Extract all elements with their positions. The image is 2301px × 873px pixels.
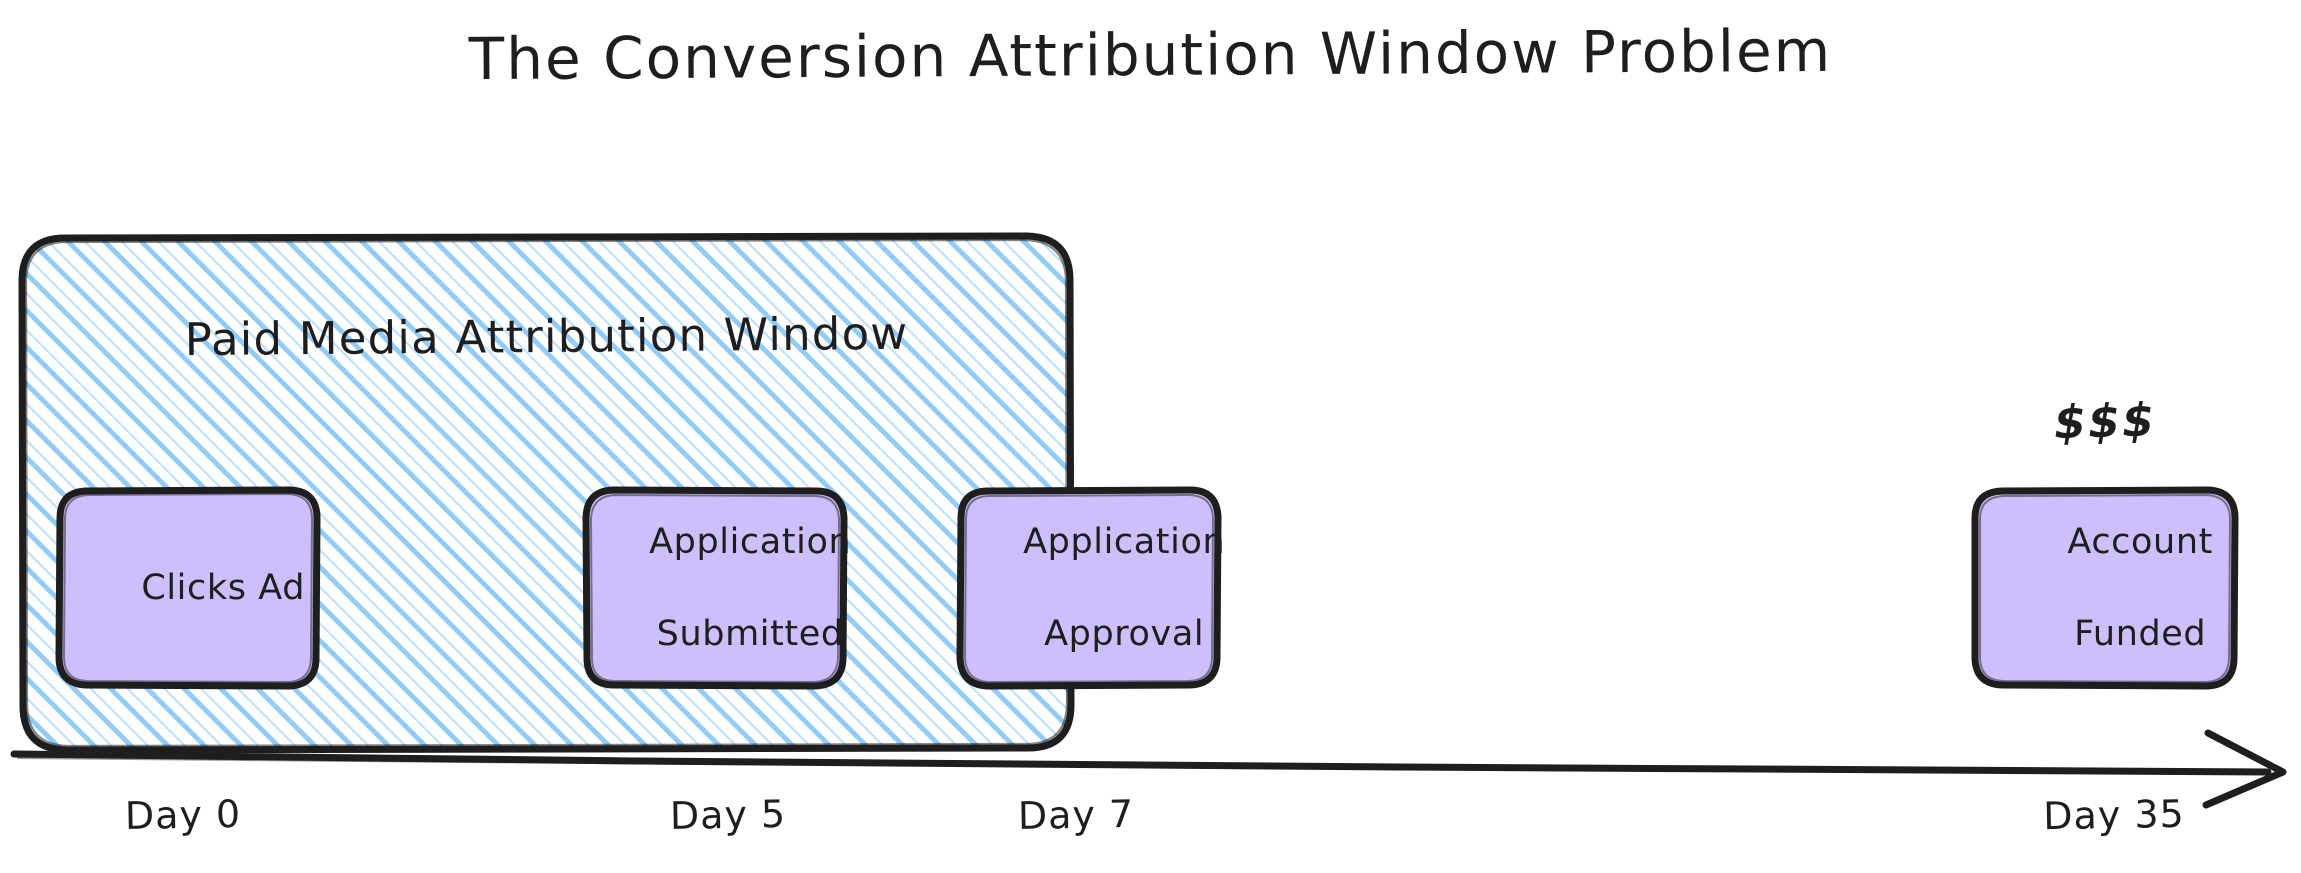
- timeline-day-label-1: Day 5: [669, 791, 787, 839]
- event-node-application-submitted[interactable]: Application Submitted: [582, 486, 851, 690]
- node-label-line: Application: [649, 522, 852, 562]
- node-shape: [1971, 486, 2239, 690]
- event-node-application-approval[interactable]: Application Approval: [956, 486, 1225, 690]
- node-shape: [956, 486, 1222, 690]
- timeline-axis: [10, 729, 2287, 809]
- timeline-arrowhead-icon: [2202, 729, 2287, 809]
- node-label-line: Submitted: [656, 614, 844, 654]
- node-label: Application Submitted: [579, 473, 852, 703]
- event-node-clicks-ad[interactable]: Clicks Ad: [55, 486, 321, 690]
- node-shape: [582, 486, 848, 690]
- node-label-line: Application: [1023, 522, 1226, 562]
- node-label-line: Funded: [2074, 614, 2207, 654]
- timeline-day-label-2: Day 7: [1017, 791, 1135, 839]
- event-node-account-funded[interactable]: Account Funded: [1971, 486, 2239, 690]
- timeline-day-label-0: Day 0: [124, 791, 242, 839]
- node-label: Clicks Ad: [71, 519, 305, 657]
- timeline-day-label-3: Day 35: [2042, 791, 2186, 839]
- node-label-line: Account: [2067, 522, 2213, 562]
- node-label: Application Approval: [953, 473, 1226, 703]
- diagram-title: The Conversion Attribution Window Proble…: [468, 16, 1833, 94]
- attribution-window-label: Paid Media Attribution Window: [184, 306, 909, 367]
- node-label-line: Approval: [1044, 614, 1205, 654]
- node-label: Account Funded: [1997, 473, 2213, 703]
- money-annotation: $$$: [2053, 392, 2157, 450]
- node-shape: [55, 486, 321, 690]
- node-label-line: Clicks Ad: [141, 568, 306, 608]
